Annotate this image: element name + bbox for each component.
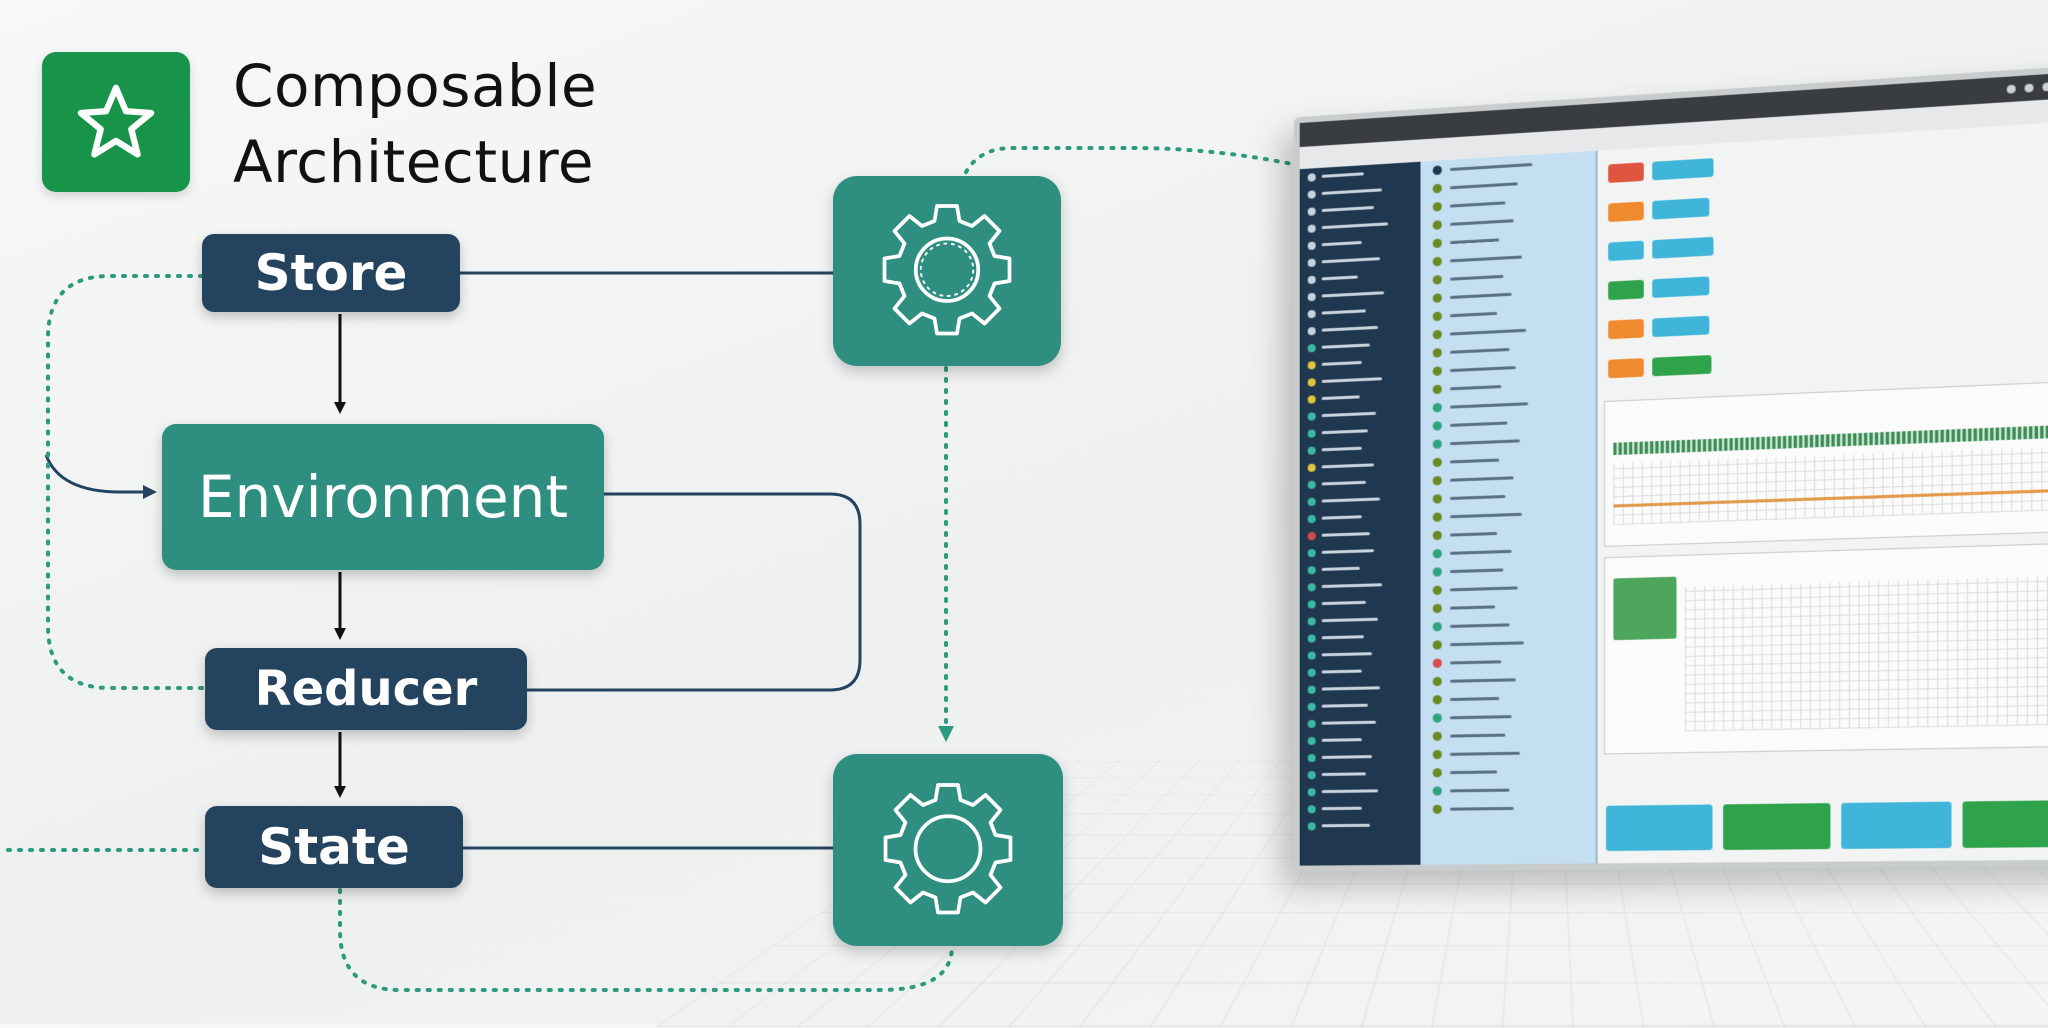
page-title-line-1: Composable xyxy=(233,52,598,120)
ide-editor-area xyxy=(1597,120,2048,864)
ide-inspector-panel xyxy=(1603,542,2048,755)
reducer-label: Reducer xyxy=(254,661,478,717)
ide-file-tree xyxy=(1420,150,1598,865)
reducer-node[interactable]: Reducer xyxy=(205,648,527,730)
gear-icon xyxy=(882,204,1012,336)
effect-gear-bottom[interactable] xyxy=(833,754,1063,946)
ide-sidebar xyxy=(1299,161,1421,866)
dotted-loop-state-gear xyxy=(338,888,954,992)
star-icon xyxy=(77,84,155,158)
ide-window xyxy=(1293,64,2048,872)
page-title-line-2: Architecture xyxy=(233,128,595,196)
gear-icon xyxy=(883,783,1013,915)
state-label: State xyxy=(258,818,410,876)
effect-gear-top[interactable] xyxy=(833,176,1061,366)
curve-into-environment xyxy=(44,454,157,499)
dotted-line-gear-ide xyxy=(964,146,1450,214)
loop-environment-reducer xyxy=(527,492,862,692)
state-node[interactable]: State xyxy=(205,806,463,888)
page-title: Composable Architecture xyxy=(233,48,597,200)
dotted-loop-store-reducer xyxy=(46,274,207,690)
environment-node[interactable]: Environment xyxy=(162,424,604,570)
ide-bottom-buttons xyxy=(1606,800,2048,851)
environment-label: Environment xyxy=(197,463,569,531)
ide-screenshot xyxy=(1254,0,2048,1028)
store-label: Store xyxy=(254,244,408,302)
ide-timeline-panel xyxy=(1603,380,2048,547)
logo-badge xyxy=(42,52,190,192)
store-node[interactable]: Store xyxy=(202,234,460,312)
